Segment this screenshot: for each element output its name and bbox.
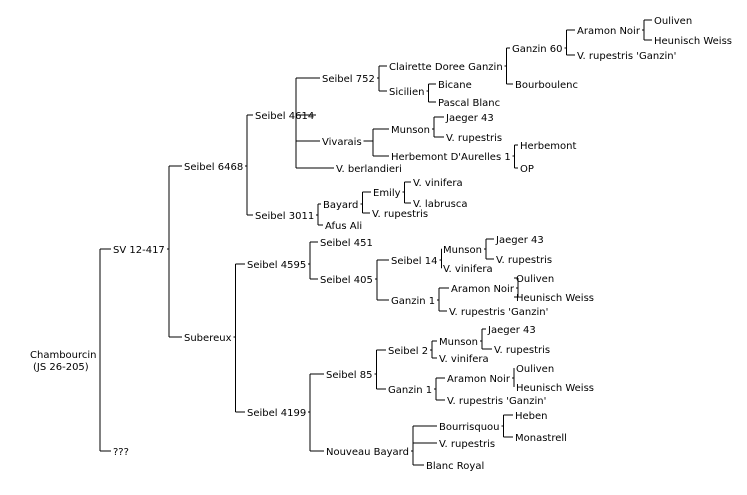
node-label-seibel-85: Seibel 85 bbox=[326, 370, 372, 381]
node-label-seibel-4614: Seibel 4614 bbox=[255, 111, 314, 122]
node-label-v-rupestris: V. rupestris bbox=[372, 209, 428, 220]
node-label-bourrisquou: Bourrisquou bbox=[439, 422, 500, 433]
node-label-v-rupestris: V. rupestris bbox=[446, 133, 502, 144]
node-label-seibel-4199: Seibel 4199 bbox=[247, 408, 306, 419]
node-label-jaeger-43: Jaeger 43 bbox=[445, 113, 494, 124]
node-label-jaeger-43: Jaeger 43 bbox=[495, 235, 544, 246]
node-label-v-vinifera: V. vinifera bbox=[443, 264, 493, 275]
node-label-ganzin-1: Ganzin 1 bbox=[388, 385, 432, 396]
node-label-bourboulenc: Bourboulenc bbox=[515, 80, 578, 91]
node-label-afus-ali: Afus Ali bbox=[325, 221, 362, 232]
node-label-ganzin-60: Ganzin 60 bbox=[512, 44, 562, 55]
node-label-seibel-2: Seibel 2 bbox=[388, 346, 428, 357]
node-label-heben: Heben bbox=[515, 411, 548, 422]
node-label-seibel-752: Seibel 752 bbox=[322, 74, 375, 85]
node-label-nouveau-bayard: Nouveau Bayard bbox=[326, 447, 409, 458]
node-label-aramon-noir: Aramon Noir bbox=[577, 26, 641, 37]
node-label-munson: Munson bbox=[439, 337, 478, 348]
node-label-vivarais: Vivarais bbox=[322, 137, 362, 148]
node-label-v-berlandieri: V. berlandieri bbox=[336, 164, 402, 175]
node-label-bicane: Bicane bbox=[438, 80, 472, 91]
node-label-jaeger-43: Jaeger 43 bbox=[487, 325, 536, 336]
node-label-seibel-4595: Seibel 4595 bbox=[247, 260, 306, 271]
node-label-v-rupestris: V. rupestris bbox=[439, 439, 495, 450]
node-label-munson: Munson bbox=[443, 245, 482, 256]
node-label-v-labrusca: V. labrusca bbox=[413, 199, 467, 210]
node-label-clairette-doree-ganzin: Clairette Doree Ganzin bbox=[389, 62, 503, 73]
node-label-seibel-405: Seibel 405 bbox=[320, 275, 373, 286]
node-label-heunisch-weiss: Heunisch Weiss bbox=[516, 293, 594, 304]
node-label-ouliven: Ouliven bbox=[516, 364, 554, 375]
node-label-herbemont-d-aurelles-1: Herbemont D'Aurelles 1 bbox=[391, 152, 511, 163]
node-label-pascal-blanc: Pascal Blanc bbox=[438, 98, 500, 109]
node-label-unknown: ??? bbox=[113, 447, 129, 458]
node-label-v-rupestris: V. rupestris bbox=[496, 255, 552, 266]
node-label-ouliven: Ouliven bbox=[654, 16, 692, 27]
node-label-seibel-14: Seibel 14 bbox=[391, 256, 437, 267]
node-label-seibel-3011: Seibel 3011 bbox=[255, 211, 314, 222]
node-label-chambourcin-js-26-205: Chambourcin(JS 26-205) bbox=[30, 350, 97, 373]
node-label-sicilien: Sicilien bbox=[389, 87, 424, 98]
node-label-aramon-noir: Aramon Noir bbox=[447, 374, 511, 385]
node-label-emily: Emily bbox=[373, 188, 401, 199]
node-label-op: OP bbox=[520, 164, 534, 175]
node-label-v-rupestris-ganzin: V. rupestris 'Ganzin' bbox=[449, 307, 548, 318]
node-label-monastrell: Monastrell bbox=[515, 433, 567, 444]
node-label-sv-12-417: SV 12-417 bbox=[113, 245, 165, 256]
node-label-ouliven: Ouliven bbox=[516, 274, 554, 285]
node-label-ganzin-1: Ganzin 1 bbox=[391, 296, 435, 307]
node-label-seibel-451: Seibel 451 bbox=[320, 238, 373, 249]
node-label-blanc-royal: Blanc Royal bbox=[426, 461, 484, 472]
node-label-heunisch-weiss: Heunisch Weiss bbox=[654, 36, 732, 47]
node-label-aramon-noir: Aramon Noir bbox=[451, 284, 515, 295]
node-label-v-vinifera: V. vinifera bbox=[413, 178, 463, 189]
node-label-seibel-6468: Seibel 6468 bbox=[184, 162, 243, 173]
node-label-heunisch-weiss: Heunisch Weiss bbox=[516, 383, 594, 394]
node-label-bayard: Bayard bbox=[323, 200, 358, 211]
node-label-subereux: Subereux bbox=[184, 333, 232, 344]
node-label-v-rupestris-ganzin: V. rupestris 'Ganzin' bbox=[447, 396, 546, 407]
node-label-v-rupestris: V. rupestris bbox=[494, 345, 550, 356]
node-label-munson: Munson bbox=[391, 125, 430, 136]
node-label-v-rupestris-ganzin: V. rupestris 'Ganzin' bbox=[577, 51, 676, 62]
node-label-v-vinifera: V. vinifera bbox=[439, 354, 489, 365]
node-label-herbemont: Herbemont bbox=[520, 141, 576, 152]
